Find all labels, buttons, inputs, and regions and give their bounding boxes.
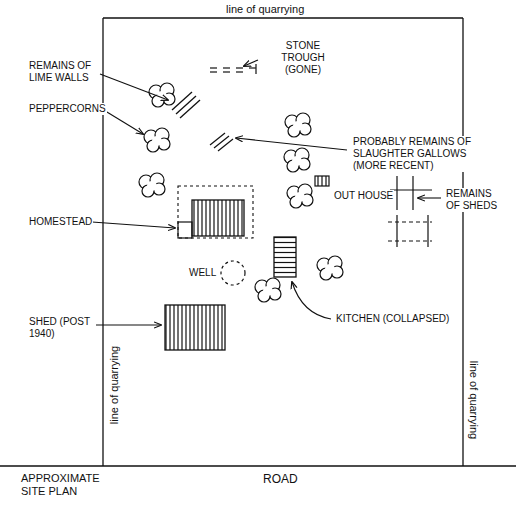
plan-caption: APPROXIMATE SITE PLAN (20, 472, 104, 498)
well (221, 261, 245, 285)
callout-label: PEPPERCORNS (28, 103, 107, 115)
lime-walls (172, 92, 200, 118)
leader-lines (92, 60, 441, 325)
callout-label: SHED (POST 1940) (28, 316, 96, 340)
callout-label: STONE TROUGH (GONE) (262, 40, 344, 76)
callout-label: HOMESTEAD (28, 216, 93, 228)
callout-label: PROBABLY REMAINS OF SLAUGHTER GALLOWS (M… (352, 136, 479, 172)
trees (139, 83, 343, 302)
boundary-note: line of quarrying (108, 345, 121, 425)
homestead (178, 186, 253, 238)
road-label: ROAD (262, 472, 299, 486)
boundary-note: line of quarrying (225, 3, 305, 16)
shed-remains (388, 176, 432, 247)
boundary-note: line of quarrying (467, 360, 480, 440)
kitchen (274, 237, 296, 277)
stone-trough (210, 64, 256, 74)
out-house (315, 176, 329, 186)
part-label: WELL (188, 267, 217, 279)
part-label: OUT HOUSE (333, 190, 394, 202)
callout-label: KITCHEN (COLLAPSED) (335, 313, 450, 325)
callout-label: REMAINS OF LIME WALLS (28, 60, 96, 84)
callout-label: REMAINS OF SHEDS (445, 188, 505, 212)
shed (165, 305, 225, 350)
gallows-remains (210, 133, 233, 151)
site-boundary (0, 18, 516, 466)
